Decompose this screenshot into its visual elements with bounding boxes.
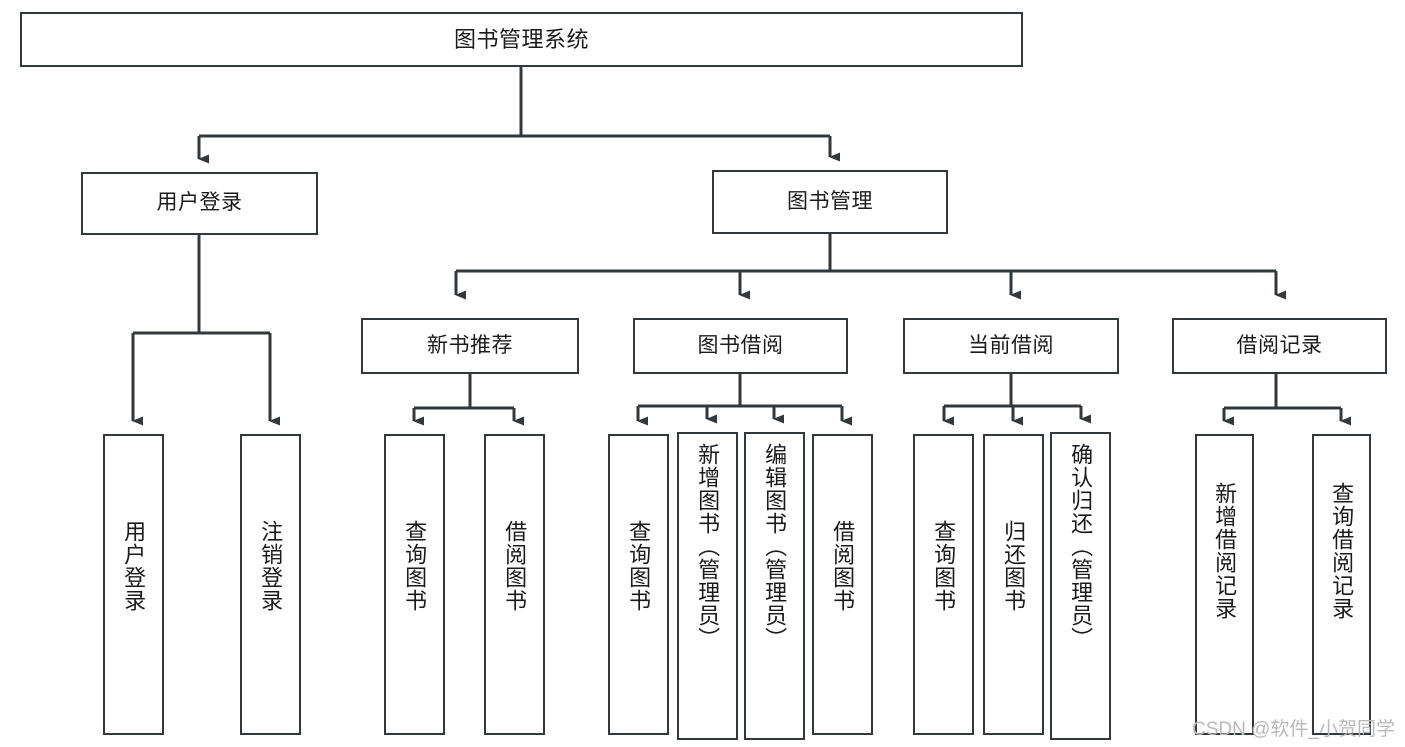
node-label: 确认归还（管理员） xyxy=(1068,443,1094,650)
leaf-new-book-query-book[interactable]: 查询图书 xyxy=(384,434,445,735)
node-borrow-record[interactable]: 借阅记录 xyxy=(1172,318,1387,374)
watermark-text: CSDN @软件_小贺同学 xyxy=(1192,719,1395,740)
node-label: 用户登录 xyxy=(121,520,147,612)
node-book-management[interactable]: 图书管理 xyxy=(712,170,948,234)
leaf-user-login-signin[interactable]: 用户登录 xyxy=(103,434,164,735)
node-label: 注销登录 xyxy=(258,520,284,612)
leaf-borrow-borrow-book[interactable]: 借阅图书 xyxy=(812,434,873,735)
node-label: 新增图书（管理员） xyxy=(695,443,721,650)
node-label: 用户登录 xyxy=(156,191,243,215)
node-label: 编辑图书（管理员） xyxy=(762,443,788,650)
node-new-book-recommend[interactable]: 新书推荐 xyxy=(361,318,579,374)
node-book-management-system[interactable]: 图书管理系统 xyxy=(20,12,1023,67)
node-label: 图书管理系统 xyxy=(453,26,589,52)
node-book-borrow[interactable]: 图书借阅 xyxy=(633,318,848,374)
node-current-borrow[interactable]: 当前借阅 xyxy=(903,318,1119,374)
node-user-login[interactable]: 用户登录 xyxy=(81,172,318,235)
node-label: 查询图书 xyxy=(402,520,428,612)
node-label: 当前借阅 xyxy=(968,333,1054,357)
leaf-current-return-book[interactable]: 归还图书 xyxy=(983,434,1044,735)
leaf-record-query-record[interactable]: 查询借阅记录 xyxy=(1312,434,1371,735)
node-label: 新书推荐 xyxy=(427,333,513,357)
leaf-current-query-book[interactable]: 查询图书 xyxy=(913,434,974,735)
node-label: 图书借阅 xyxy=(697,333,784,357)
leaf-borrow-add-book-admin[interactable]: 新增图书（管理员） xyxy=(677,432,738,740)
node-label: 查询借阅记录 xyxy=(1329,482,1355,620)
node-label: 借阅图书 xyxy=(830,520,856,612)
node-label: 归还图书 xyxy=(1001,520,1027,612)
leaf-borrow-edit-book-admin[interactable]: 编辑图书（管理员） xyxy=(744,432,805,740)
node-label: 查询图书 xyxy=(931,520,957,612)
node-label: 查询图书 xyxy=(626,520,652,612)
node-label: 新增借阅记录 xyxy=(1212,482,1238,620)
node-label: 借阅记录 xyxy=(1236,333,1323,357)
leaf-user-login-signout[interactable]: 注销登录 xyxy=(240,434,301,735)
node-label: 图书管理 xyxy=(787,189,873,213)
leaf-new-book-borrow-book[interactable]: 借阅图书 xyxy=(484,434,545,735)
leaf-record-add-record[interactable]: 新增借阅记录 xyxy=(1195,434,1254,735)
node-label: 借阅图书 xyxy=(502,520,528,612)
leaf-current-confirm-return-admin[interactable]: 确认归还（管理员） xyxy=(1050,432,1111,740)
leaf-borrow-query-book[interactable]: 查询图书 xyxy=(608,434,669,735)
